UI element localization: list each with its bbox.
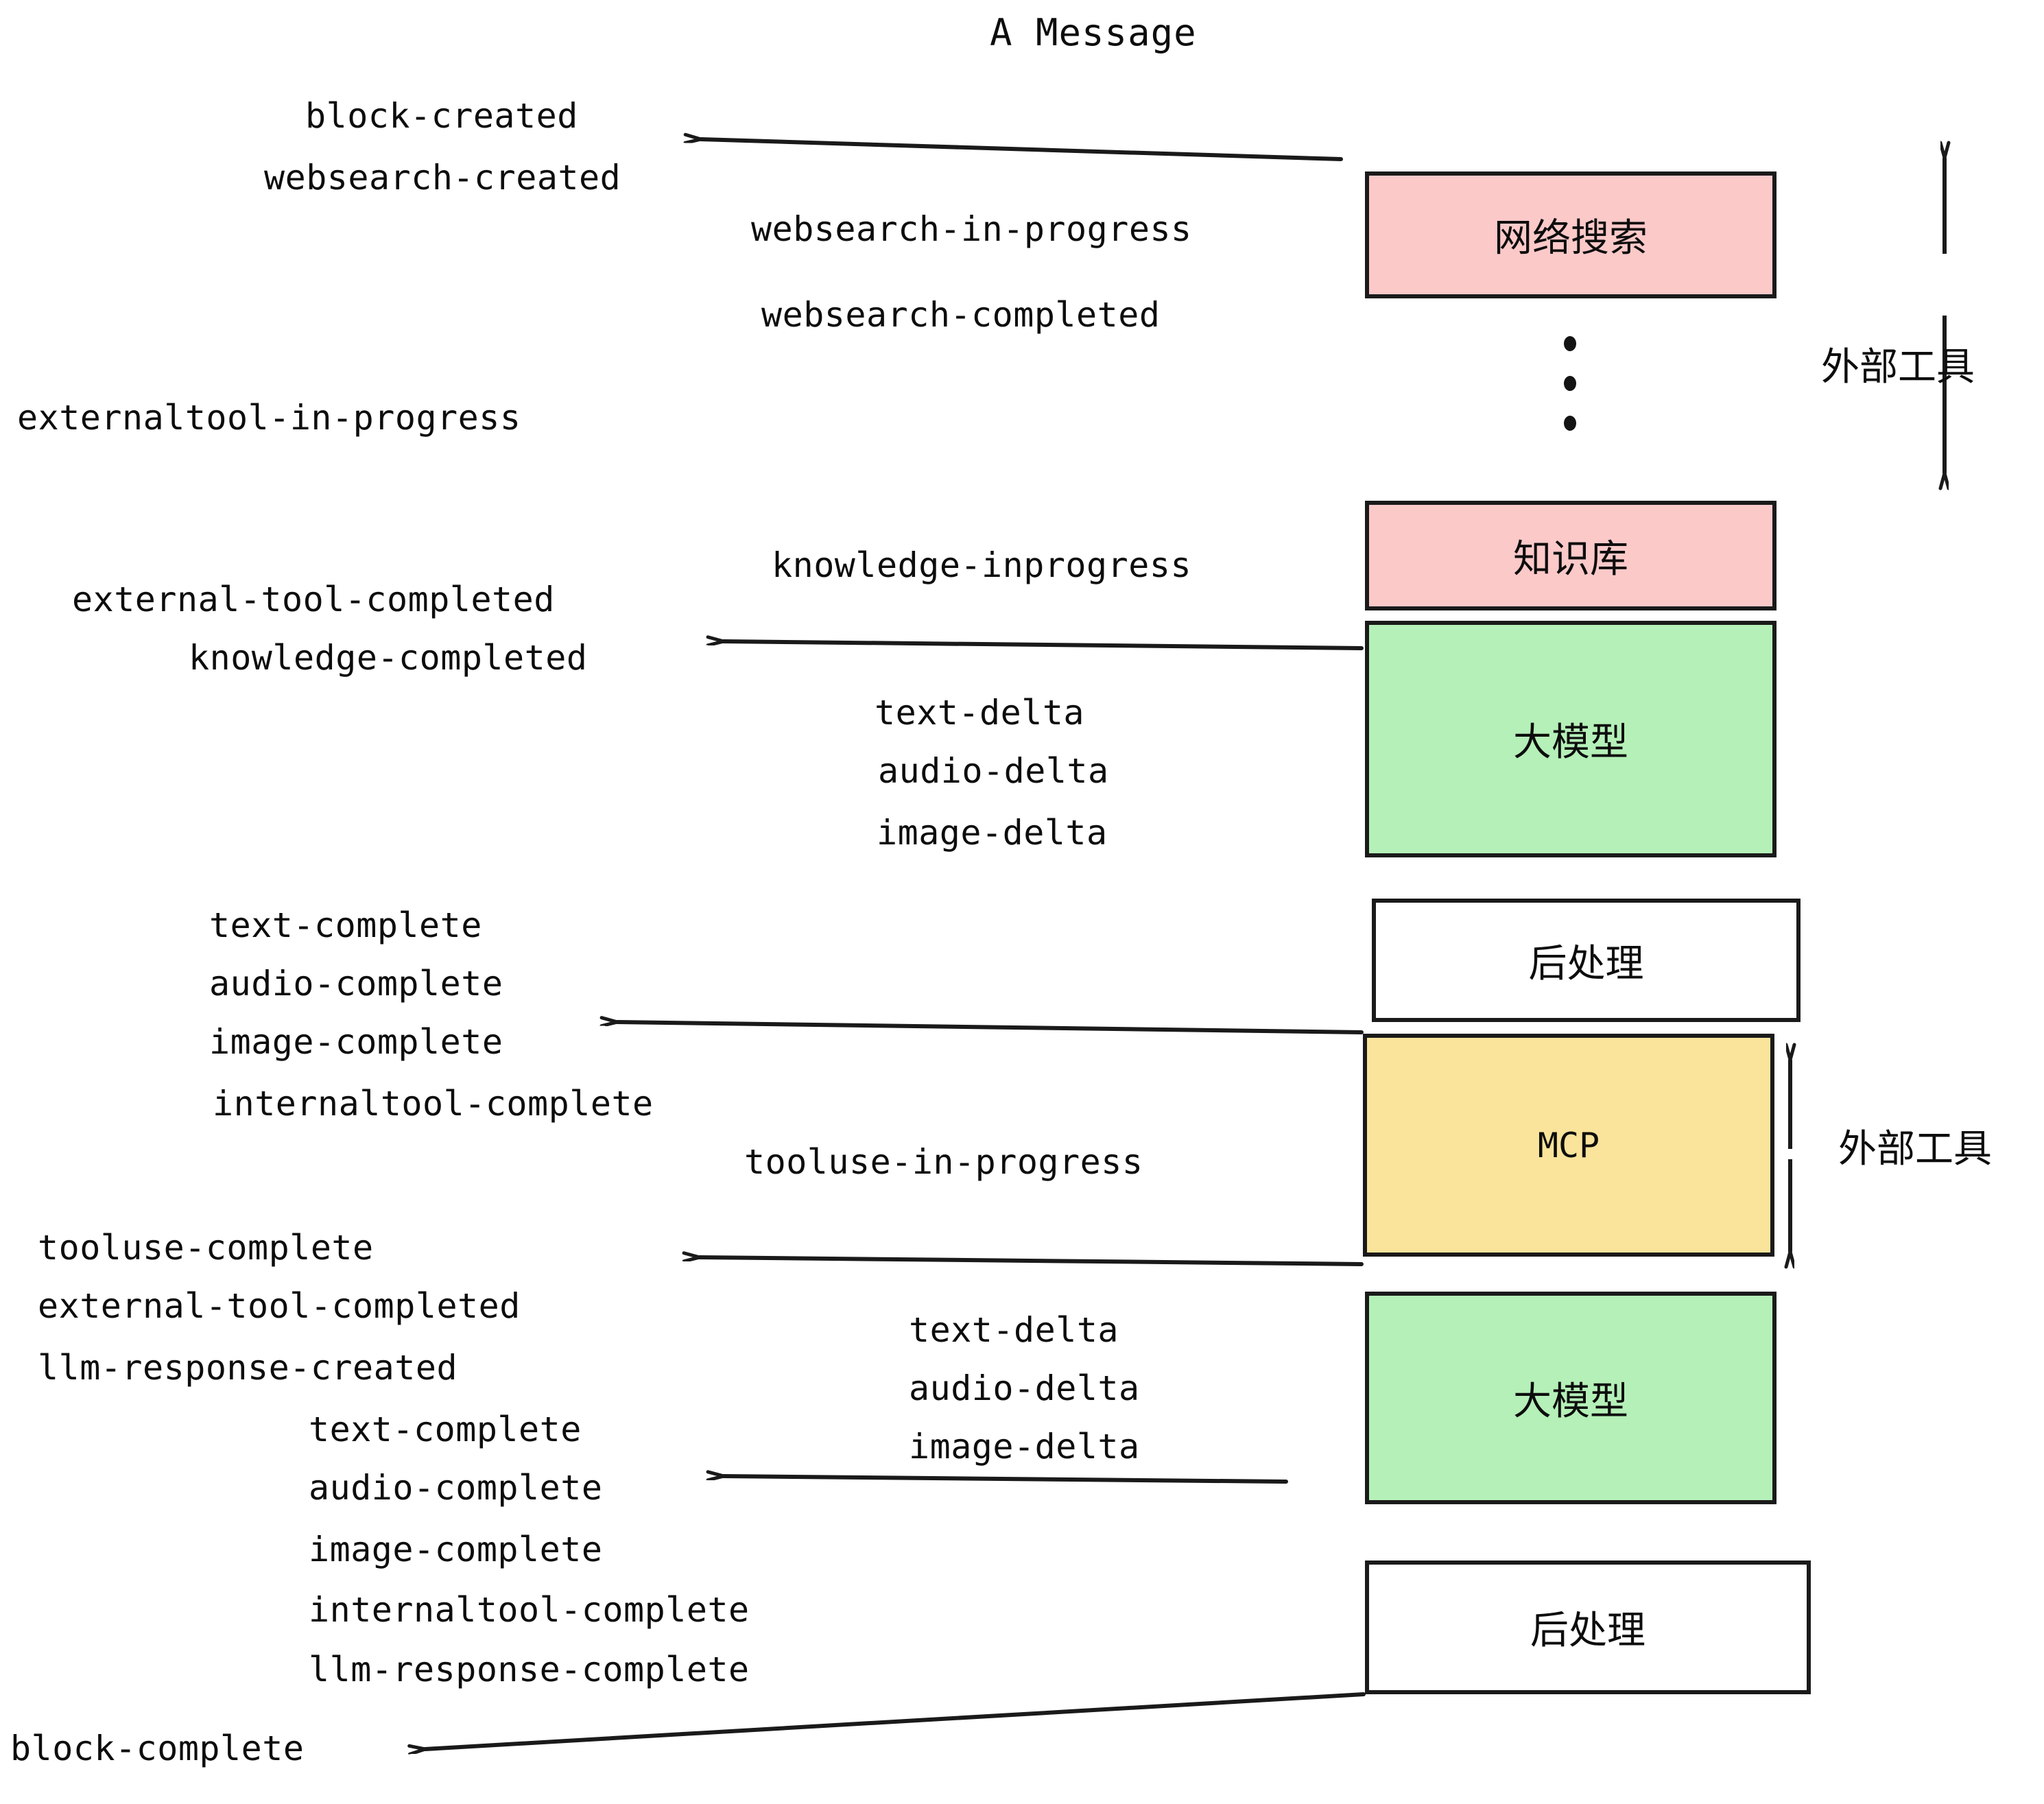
event-label-block-complete: block-complete (10, 1729, 305, 1768)
event-label-websearch-created: websearch-created (264, 158, 621, 198)
event-label-llm-response-complete: llm-response-complete (309, 1650, 750, 1689)
event-label-tooluse-complete: tooluse-complete (38, 1228, 374, 1268)
node-label-mcp: MCP (1537, 1125, 1600, 1165)
event-label-image-delta-2: image-delta (909, 1427, 1140, 1467)
event-label-text-complete-2: text-complete (309, 1410, 582, 1449)
event-label-image-complete-1: image-complete (209, 1022, 503, 1062)
node-box-llm-2: 大模型 (1365, 1292, 1776, 1504)
event-label-knowledge-inprogress: knowledge-inprogress (772, 545, 1192, 585)
arrow-block-complete (425, 1692, 1366, 1749)
node-label-postprocess-2: 后处理 (1530, 1609, 1645, 1653)
page-title: A Message (990, 11, 1197, 54)
node-box-postprocess-2: 后处理 (1365, 1560, 1811, 1694)
event-label-text-complete-1: text-complete (209, 905, 482, 945)
event-label-internaltool-complete-2: internaltool-complete (309, 1590, 750, 1630)
node-label-websearch: 网络搜索 (1494, 216, 1648, 261)
arrow-knowledge-completed (724, 641, 1364, 650)
event-label-websearch-in-progress: websearch-in-progress (751, 209, 1192, 249)
event-label-websearch-completed: websearch-completed (761, 295, 1161, 335)
event-label-text-delta-2: text-delta (909, 1310, 1119, 1350)
event-label-internaltool-complete-1: internaltool-complete (213, 1084, 654, 1124)
node-box-llm-1: 大模型 (1365, 621, 1776, 857)
event-label-knowledge-completed: knowledge-completed (189, 638, 588, 678)
event-label-external-tool-completed-1: external-tool-completed (72, 580, 555, 619)
side-arrows (1790, 158, 1945, 1252)
arrow-audio-complete (724, 1476, 1288, 1484)
event-label-external-tool-completed-2: external-tool-completed (38, 1286, 521, 1326)
event-label-image-complete-2: image-complete (309, 1530, 603, 1569)
arrow-block-created (701, 139, 1343, 161)
event-label-audio-complete-2: audio-complete (309, 1468, 603, 1508)
event-label-image-delta-1: image-delta (877, 813, 1108, 853)
ellipsis-dot (1564, 416, 1576, 431)
node-box-postprocess-1: 后处理 (1372, 899, 1801, 1022)
node-label-postprocess-1: 后处理 (1528, 941, 1644, 986)
side-label-external-tools-top: 外部工具 (1821, 345, 1975, 390)
ellipsis-dot (1564, 336, 1576, 351)
arrow-tooluse-complete (700, 1257, 1364, 1266)
event-label-tooluse-in-progress: tooluse-in-progress (744, 1142, 1143, 1182)
node-box-websearch: 网络搜索 (1365, 171, 1776, 298)
event-label-text-delta-1: text-delta (875, 693, 1085, 733)
node-box-knowledge: 知识库 (1365, 501, 1776, 610)
event-label-llm-response-created: llm-response-created (38, 1348, 458, 1388)
flow-arrows (425, 139, 1366, 1749)
node-label-llm-1: 大模型 (1513, 720, 1628, 765)
event-label-block-created: block-created (305, 96, 578, 136)
ellipsis-dot (1564, 376, 1576, 391)
event-label-externaltool-in-progress: externaltool-in-progress (17, 398, 521, 438)
event-label-audio-complete-1: audio-complete (209, 964, 503, 1004)
node-label-llm-2: 大模型 (1513, 1379, 1628, 1424)
event-label-audio-delta-1: audio-delta (878, 751, 1109, 791)
arrow-image-complete (617, 1022, 1364, 1034)
node-box-mcp: MCP (1363, 1034, 1774, 1257)
event-label-audio-delta-2: audio-delta (909, 1368, 1140, 1408)
node-label-knowledge: 知识库 (1513, 536, 1628, 582)
ellipsis-dots (1564, 336, 1576, 431)
side-label-external-tools-bottom: 外部工具 (1838, 1127, 1992, 1172)
